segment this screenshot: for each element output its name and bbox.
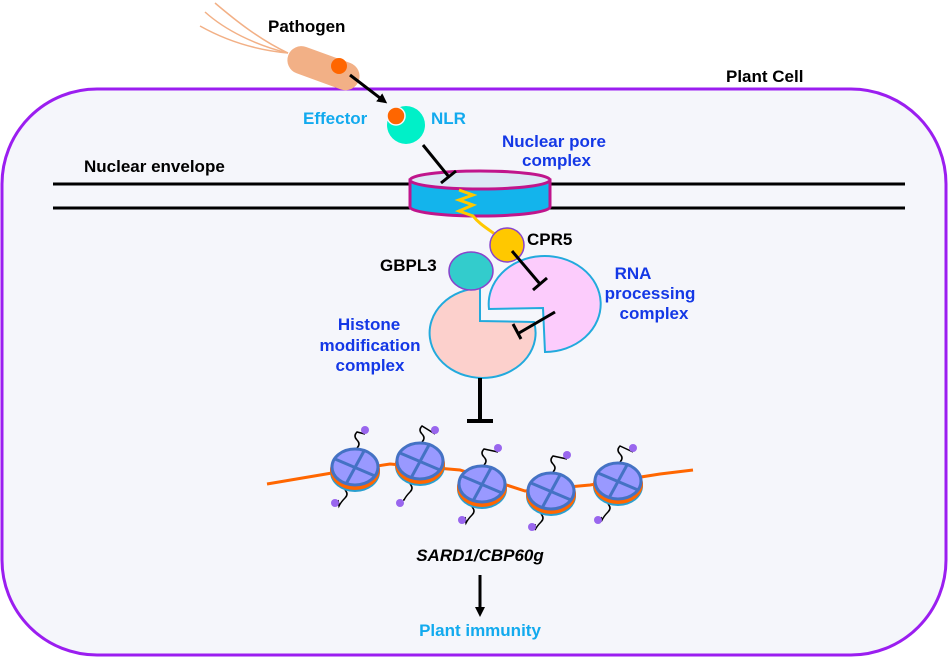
rna-label-3: complex — [620, 304, 690, 323]
secretion-arrow — [349, 73, 388, 104]
histone-tail — [534, 513, 544, 531]
histone-label-1: Histone — [338, 315, 400, 334]
pathogen-flagella — [199, 2, 289, 54]
histone-tail — [550, 455, 568, 473]
nucleosome — [526, 451, 576, 531]
rna-inhibition — [511, 310, 556, 340]
rna-processing-complex — [487, 255, 602, 354]
histone-divider — [607, 464, 629, 499]
nucleosome — [593, 444, 643, 524]
pathogen — [287, 46, 360, 91]
histone-modification-complex — [428, 286, 537, 379]
plant-cell-label: Plant Cell — [726, 67, 803, 86]
pathogen-label: Pathogen — [268, 17, 345, 36]
histone-divider — [344, 450, 366, 485]
rna-label-1: RNA — [615, 264, 652, 283]
histone-divider — [471, 467, 493, 502]
modification-mark — [494, 444, 502, 452]
modification-mark — [629, 444, 637, 452]
modification-mark — [563, 451, 571, 459]
modification-mark — [458, 516, 466, 524]
plant-immunity-label: Plant immunity — [419, 621, 541, 640]
nlr-inhibition — [421, 144, 457, 185]
histone-tail — [600, 503, 611, 522]
gene-label: SARD1/CBP60g — [416, 546, 544, 565]
effector — [386, 106, 406, 126]
modification-mark — [528, 523, 536, 531]
histone-tail — [354, 431, 366, 449]
gbpl3 — [448, 251, 494, 291]
histone-divider — [540, 474, 562, 509]
modification-mark — [396, 499, 404, 507]
histone-tail — [337, 489, 348, 509]
nucleosome — [457, 444, 507, 526]
nuclear-pore-label-2: complex — [522, 151, 592, 170]
nuclear-pore-label-1: Nuclear pore — [502, 132, 606, 151]
cpr5-inhibition — [510, 250, 548, 292]
histone-label-2: modification — [319, 336, 420, 355]
modification-mark — [331, 499, 339, 507]
histone-tail — [419, 425, 436, 443]
histone-divider — [409, 444, 431, 479]
histone-inhibition — [467, 378, 493, 423]
histone-label-3: complex — [336, 356, 406, 375]
histone-tail — [464, 506, 475, 526]
nucleosome — [395, 425, 445, 507]
modification-mark — [594, 516, 602, 524]
nlr-label: NLR — [431, 109, 466, 128]
modification-mark — [431, 426, 439, 434]
gbpl3-label: GBPL3 — [380, 256, 437, 275]
nucleosome — [330, 426, 380, 509]
rna-label-2: processing — [605, 284, 696, 303]
nuclear-pore-complex — [408, 169, 552, 218]
modification-mark — [361, 426, 369, 434]
histone-tail — [403, 483, 413, 501]
effector-label: Effector — [303, 109, 368, 128]
nuclear-envelope-label: Nuclear envelope — [84, 157, 225, 176]
cpr5-label: CPR5 — [527, 230, 572, 249]
histone-tail — [481, 448, 499, 466]
histone-tail — [617, 445, 634, 463]
pathogen-effector — [331, 58, 347, 74]
